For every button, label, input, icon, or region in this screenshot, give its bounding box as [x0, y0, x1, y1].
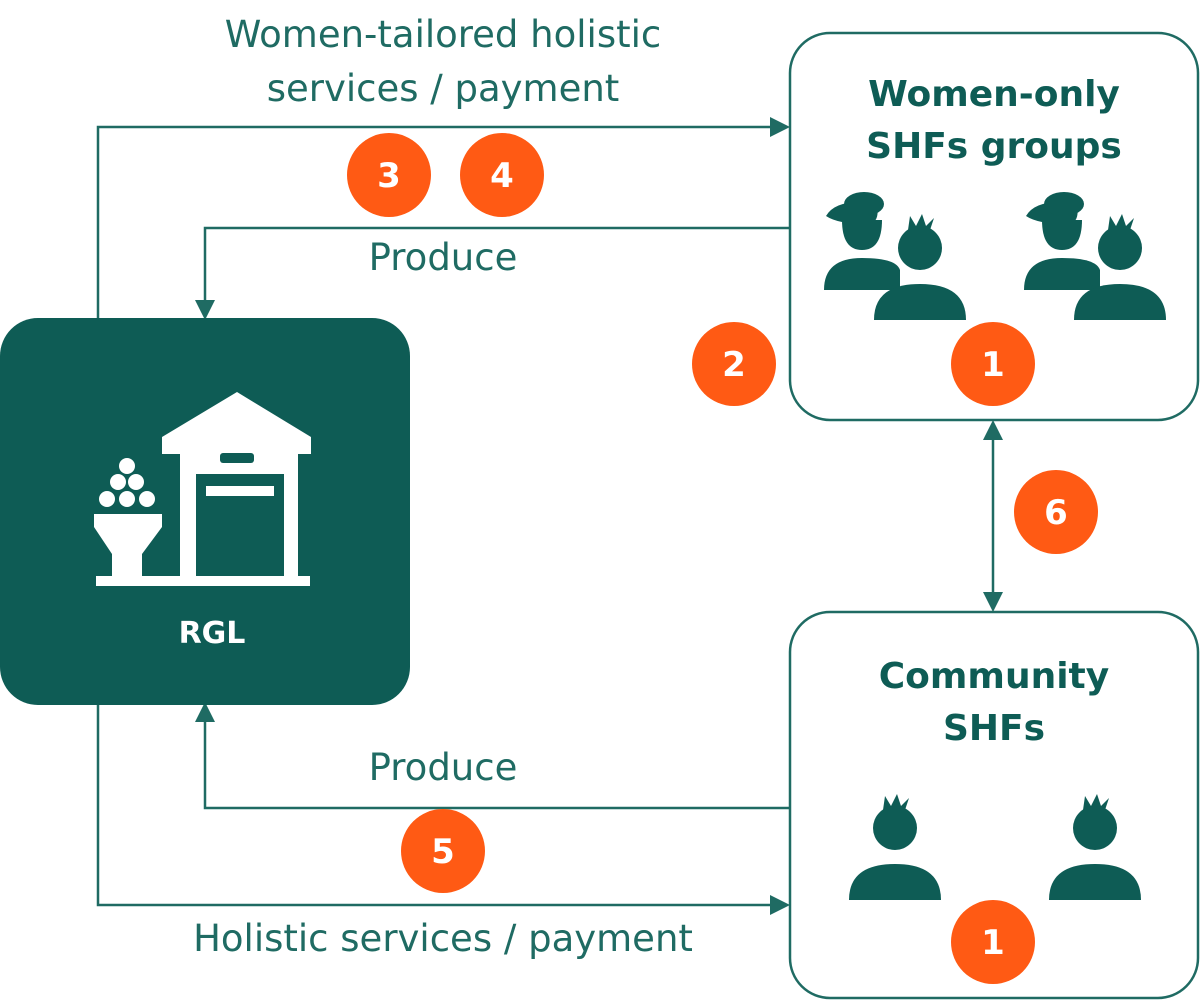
badge-5: 5 [401, 809, 485, 893]
label-top-line1: Women-tailored holistic [225, 13, 662, 56]
community-title-line2: SHFs [943, 708, 1045, 749]
warehouse-icon [96, 392, 311, 586]
badge-1-bottom: 1 [951, 900, 1035, 984]
badge-4: 4 [460, 133, 544, 217]
svg-text:3: 3 [377, 156, 401, 196]
badge-1-top: 1 [951, 322, 1035, 406]
node-community: Community SHFs [788, 610, 1200, 1000]
node-rgl: RGL [0, 318, 410, 705]
svg-text:5: 5 [431, 832, 455, 872]
rgl-label: RGL [179, 616, 246, 651]
label-top-line2: services / payment [267, 67, 620, 110]
edge-rgl-to-women-groups [96, 117, 790, 318]
grain-silo-icon [94, 458, 162, 576]
svg-text:6: 6 [1044, 493, 1068, 533]
svg-text:2: 2 [722, 345, 746, 385]
community-title-line1: Community [879, 656, 1109, 697]
women-groups-title-line2: SHFs groups [866, 126, 1122, 167]
label-bottom-services: Holistic services / payment [193, 917, 693, 960]
edge-community-to-rgl [195, 702, 790, 810]
svg-text:1: 1 [981, 345, 1005, 385]
node-women-groups: Women-only SHFs groups [788, 31, 1200, 422]
badge-2: 2 [692, 322, 776, 406]
edge-women-groups-to-rgl [195, 226, 790, 320]
svg-text:1: 1 [981, 923, 1005, 963]
badge-6: 6 [1014, 470, 1098, 554]
label-produce-bottom: Produce [369, 746, 518, 789]
edge-rgl-to-community [96, 700, 790, 915]
women-groups-title-line1: Women-only [868, 74, 1120, 115]
connectors [96, 117, 1003, 915]
label-produce-top: Produce [369, 236, 518, 279]
svg-text:4: 4 [490, 156, 514, 196]
badge-3: 3 [347, 133, 431, 217]
